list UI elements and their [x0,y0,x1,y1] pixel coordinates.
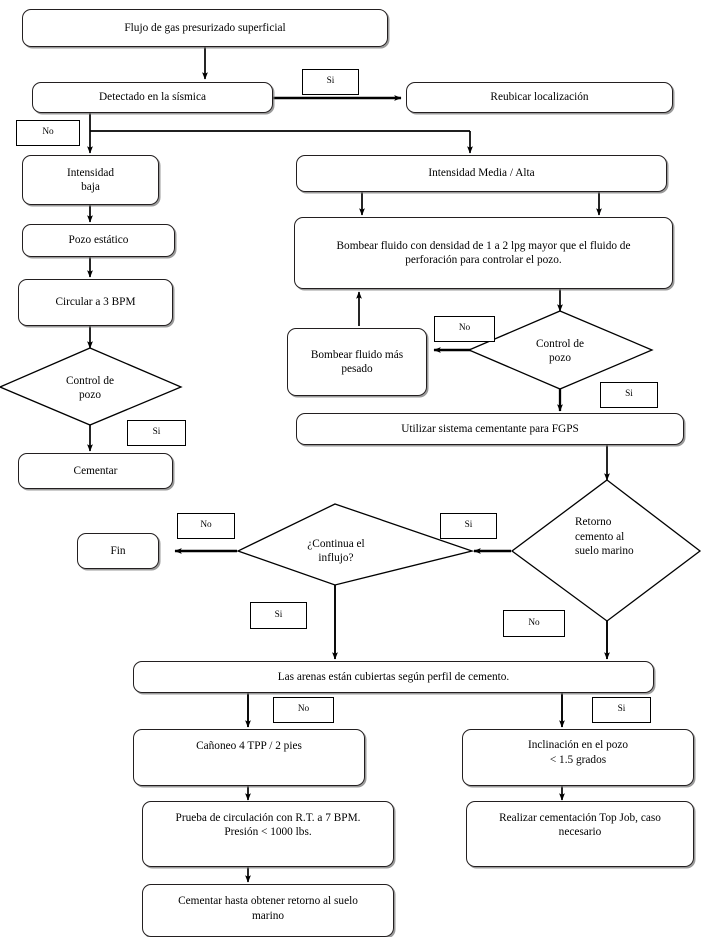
edge-label-si-retorno: Si [440,513,497,539]
node-control-de-pozo-izquierda[interactable]: Control de pozo [30,370,150,406]
node-label: Intensidad baja [23,166,158,195]
edge-label-si-control-pozo-izquierda: Si [127,420,186,446]
edge-label-no-influjo: No [177,513,235,539]
node-pozo-estatico[interactable]: Pozo estático [22,224,175,257]
node-detectado-sismica[interactable]: Detectado en la sísmica [32,82,273,113]
node-label-line2: < 1.5 grados [549,753,607,766]
node-label: Inclinación en el pozo < 1.5 grados [463,738,693,767]
node-control-de-pozo-derecha[interactable]: Control de pozo [500,333,620,369]
node-circular-3bpm[interactable]: Circular a 3 BPM [18,279,173,326]
edge-label-no-detectado: No [16,120,80,146]
node-label-line2: marino [252,909,284,922]
node-label: Bombear fluido con densidad de 1 a 2 lpg… [295,239,672,268]
node-canoneo-tpp[interactable]: Cañoneo 4 TPP / 2 pies [133,729,365,786]
node-label: Utilizar sistema cementante para FGPS [401,422,579,435]
node-label-line1: ¿Continua el [307,537,365,550]
node-flujo-gas-presurizado[interactable]: Flujo de gas presurizado superficial [22,9,388,47]
edge-label-text: Si [617,704,626,715]
node-cementar[interactable]: Cementar [18,453,173,489]
edge-label-no-control-pozo-derecha: No [434,316,495,342]
node-label-line2: pesado [341,363,373,375]
node-label-line2: Presión < 1000 lbs. [224,826,312,838]
node-label-line2: baja [81,181,100,193]
node-label: ¿Continua el influjo? [276,537,396,566]
node-label: Cañoneo 4 TPP / 2 pies [196,740,302,753]
edge-label-text: No [528,617,540,628]
edge-label-si-detectado: Si [302,69,359,95]
node-cementar-hasta-retorno[interactable]: Cementar hasta obtener retorno al suelo … [142,884,394,937]
node-continua-el-influjo[interactable]: ¿Continua el influjo? [276,533,396,569]
edge-label-si-influjo: Si [250,602,307,629]
node-intensidad-media-alta[interactable]: Intensidad Media / Alta [296,155,667,192]
edge-label-si-control-pozo-derecha: Si [600,382,658,408]
node-label: Pozo estático [68,234,129,247]
node-label: Cementar [73,464,118,477]
node-bombear-fluido-mas-pesado[interactable]: Bombear fluido más pesado [287,328,427,396]
node-label-line1: Bombear fluido con densidad de 1 a 2 lpg… [336,239,631,252]
edge-label-text: No [200,520,212,531]
edge-label-text: No [297,704,310,715]
edge-label-no-arenas: No [273,697,334,723]
edge-label-text: Si [152,427,161,438]
node-label-line1: Bombear fluido más [310,348,404,361]
node-arenas-cubiertas[interactable]: Las arenas están cubiertas según perfil … [133,661,654,693]
node-label-line2: perforación para controlar el pozo. [405,254,562,266]
node-inclinacion-pozo[interactable]: Inclinación en el pozo < 1.5 grados [462,729,694,786]
node-label-line2: necesario [558,826,602,838]
node-label-line1: Cementar hasta obtener retorno al suelo [178,895,358,908]
node-label: Prueba de circulación con R.T. a 7 BPM. … [143,811,393,840]
node-label-line1: Control de [535,337,584,350]
edge-label-text: Si [274,609,283,620]
node-retorno-cemento-suelo-marino[interactable]: Retorno cemento al suelo marino [545,511,670,563]
node-label-line3: suelo marino [575,545,634,558]
node-label: Detectado en la sísmica [99,91,206,104]
edge-label-text: Si [464,520,473,531]
node-prueba-circulacion[interactable]: Prueba de circulación con R.T. a 7 BPM. … [142,801,394,867]
node-label: Realizar cementación Top Job, caso neces… [467,811,693,840]
node-reubicar-localizacion[interactable]: Reubicar localización [406,82,673,113]
node-label-line2: influjo? [318,552,354,564]
node-label: Control de pozo [500,337,620,366]
node-label: Bombear fluido más pesado [288,348,426,377]
node-fin[interactable]: Fin [77,533,159,569]
node-intensidad-baja[interactable]: Intensidad baja [22,155,159,205]
node-utilizar-sistema-cementante[interactable]: Utilizar sistema cementante para FGPS [296,413,684,445]
edge-label-text: No [458,323,471,334]
edge-label-no-retorno: No [503,610,565,637]
node-bombear-fluido-densidad[interactable]: Bombear fluido con densidad de 1 a 2 lpg… [294,217,673,289]
node-label: Circular a 3 BPM [55,296,136,309]
node-label-line2: pozo [549,352,571,364]
node-label: Flujo de gas presurizado superficial [124,21,286,34]
edge-label-text: No [42,127,54,138]
node-label-line1: Intensidad [66,166,115,179]
node-label: Control de pozo [30,374,150,403]
node-label-line1: Control de [65,374,114,387]
edge-label-si-arenas: Si [592,697,651,723]
node-label-line1: Retorno [575,516,612,529]
node-label-line1: Inclinación en el pozo [527,739,629,752]
node-label-line1: Realizar cementación Top Job, caso [499,811,661,824]
node-label: Reubicar localización [490,91,589,104]
node-label: Intensidad Media / Alta [428,167,535,180]
node-label: Retorno cemento al suelo marino [545,515,670,558]
node-label: Fin [110,544,126,557]
edge-label-text: Si [326,76,335,87]
node-label-line2: cemento al [575,530,625,543]
node-label-line1: Prueba de circulación con R.T. a 7 BPM. [175,811,361,824]
node-label-line2: pozo [79,389,101,401]
node-label: Cementar hasta obtener retorno al suelo … [143,894,393,923]
node-label: Las arenas están cubiertas según perfil … [277,670,510,683]
node-realizar-top-job[interactable]: Realizar cementación Top Job, caso neces… [466,801,694,867]
edge-label-text: Si [625,389,633,400]
